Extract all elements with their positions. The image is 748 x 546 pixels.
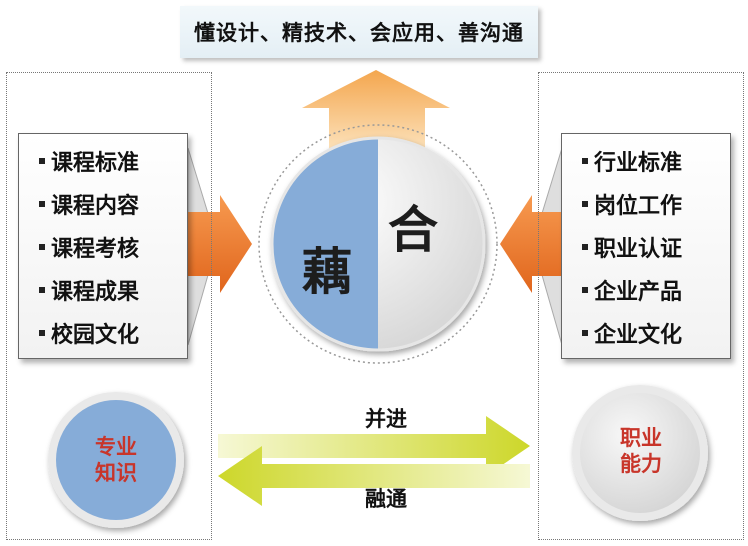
list-item: 课程考核 — [39, 228, 187, 271]
center-right-char: 合 — [388, 200, 438, 259]
list-item: 课程成果 — [39, 271, 187, 314]
right-orange-arrow — [500, 195, 562, 293]
left-circle-label: 专业 知识 — [95, 435, 137, 485]
bullet-icon — [39, 244, 45, 250]
backward-arrow — [218, 446, 530, 506]
bullet-icon — [582, 330, 588, 336]
right-list: 行业标准 岗位工作 职业认证 企业产品 企业文化 — [561, 133, 731, 359]
list-item: 校园文化 — [39, 314, 187, 357]
left-orange-arrow — [188, 195, 252, 293]
goal-banner: 懂设计、精技术、会应用、善沟通 — [180, 6, 538, 58]
list-item: 课程标准 — [39, 142, 187, 185]
right-circle — [580, 393, 700, 513]
forward-arrow-label: 并进 — [365, 407, 407, 431]
bullet-icon — [582, 287, 588, 293]
center-dotted-ring — [258, 124, 498, 364]
list-item: 岗位工作 — [582, 185, 730, 228]
bullet-icon — [582, 158, 588, 164]
left-outer-frame — [6, 72, 212, 540]
bullet-icon — [39, 158, 45, 164]
left-list: 课程标准 课程内容 课程考核 课程成果 校园文化 — [18, 133, 188, 359]
list-item: 企业产品 — [582, 271, 730, 314]
list-item: 课程内容 — [39, 185, 187, 228]
backward-arrow-label: 融通 — [365, 487, 407, 511]
bullet-icon — [582, 244, 588, 250]
bullet-icon — [39, 287, 45, 293]
center-left-char: 藕 — [302, 242, 352, 301]
goal-banner-text: 懂设计、精技术、会应用、善沟通 — [194, 21, 524, 45]
center-circle — [270, 136, 486, 352]
bullet-icon — [39, 201, 45, 207]
list-item: 职业认证 — [582, 228, 730, 271]
bullet-icon — [39, 330, 45, 336]
right-outer-frame — [538, 72, 744, 540]
forward-arrow — [218, 416, 530, 476]
up-arrow — [302, 70, 450, 160]
list-item: 企业文化 — [582, 314, 730, 357]
list-item: 行业标准 — [582, 142, 730, 185]
left-circle — [56, 400, 176, 520]
bullet-icon — [582, 201, 588, 207]
right-circle-label: 职业 能力 — [620, 426, 662, 476]
